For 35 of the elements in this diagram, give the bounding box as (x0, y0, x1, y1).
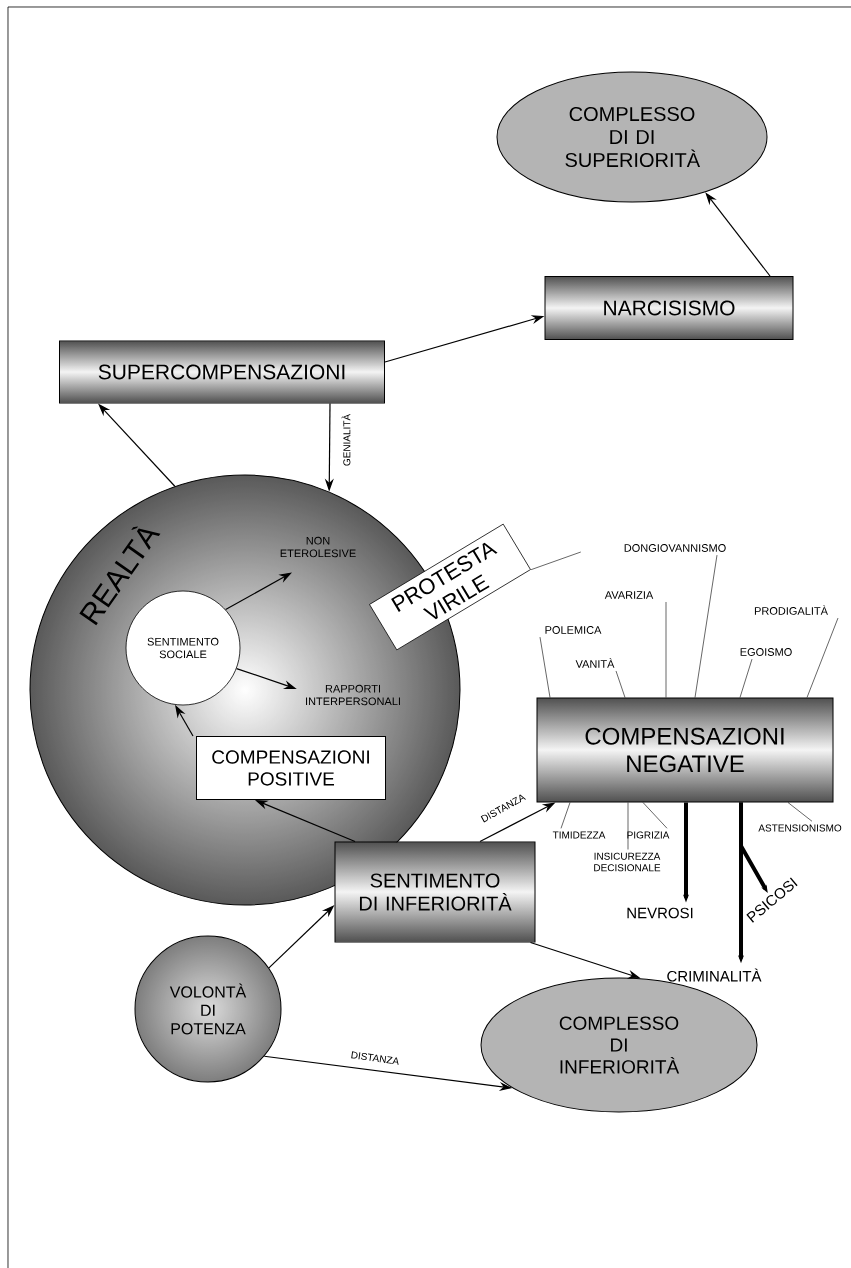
text-label: AVARIZIA (604, 591, 654, 599)
process-box: NARCISISMO (544, 276, 794, 340)
leader-line (560, 802, 571, 829)
edge-label: DISTANZA (349, 1050, 401, 1067)
ellipse-node: COMPLESSO DI DI SUPERIORITÀ (496, 71, 768, 203)
text-label: NON ETEROLESIVE (280, 536, 356, 558)
leader-line (739, 658, 753, 698)
text-label: TIMIDEZZA (552, 831, 606, 839)
text-label: PRODIGALITÀ (754, 605, 828, 615)
leader-line (627, 802, 629, 850)
process-box: SENTIMENTO DI INFERIORITÀ (334, 841, 536, 943)
process-box: SUPERCOMPENSAZIONI (59, 340, 385, 404)
edge-label: GENIALITÀ (340, 412, 352, 468)
leader-line (787, 802, 813, 822)
process-box: COMPENSAZIONI NEGATIVE (536, 697, 834, 803)
leader-line (665, 601, 667, 698)
leader-line (694, 554, 718, 698)
text-label: POLEMICA (545, 626, 602, 634)
leader-line (530, 551, 582, 570)
leader-line (615, 670, 626, 698)
text-label: INSICUREZZA DECISIONALE (594, 852, 661, 872)
text-label: PIGRIZIA (627, 831, 670, 839)
arrow (739, 802, 768, 893)
text-label: VANITÀ (575, 658, 615, 668)
text-label: NEVROSI (627, 907, 693, 919)
text-label: RAPPORTI INTERPERSONALI (306, 684, 400, 706)
text-label: ASTENSIONISMO (758, 824, 842, 832)
leader-line (539, 636, 551, 698)
leader-line (642, 802, 668, 829)
process-box: COMPENSAZIONI POSITIVE (196, 736, 386, 800)
text-label: EGOISMO (740, 648, 792, 656)
circle-node: SENTIMENTO SOCIALE (125, 590, 241, 706)
circle-node: VOLONTÀ DI POTENZA (134, 935, 282, 1083)
leader-line (806, 617, 839, 698)
text-label: DONGIOVANNISMO (624, 544, 726, 552)
